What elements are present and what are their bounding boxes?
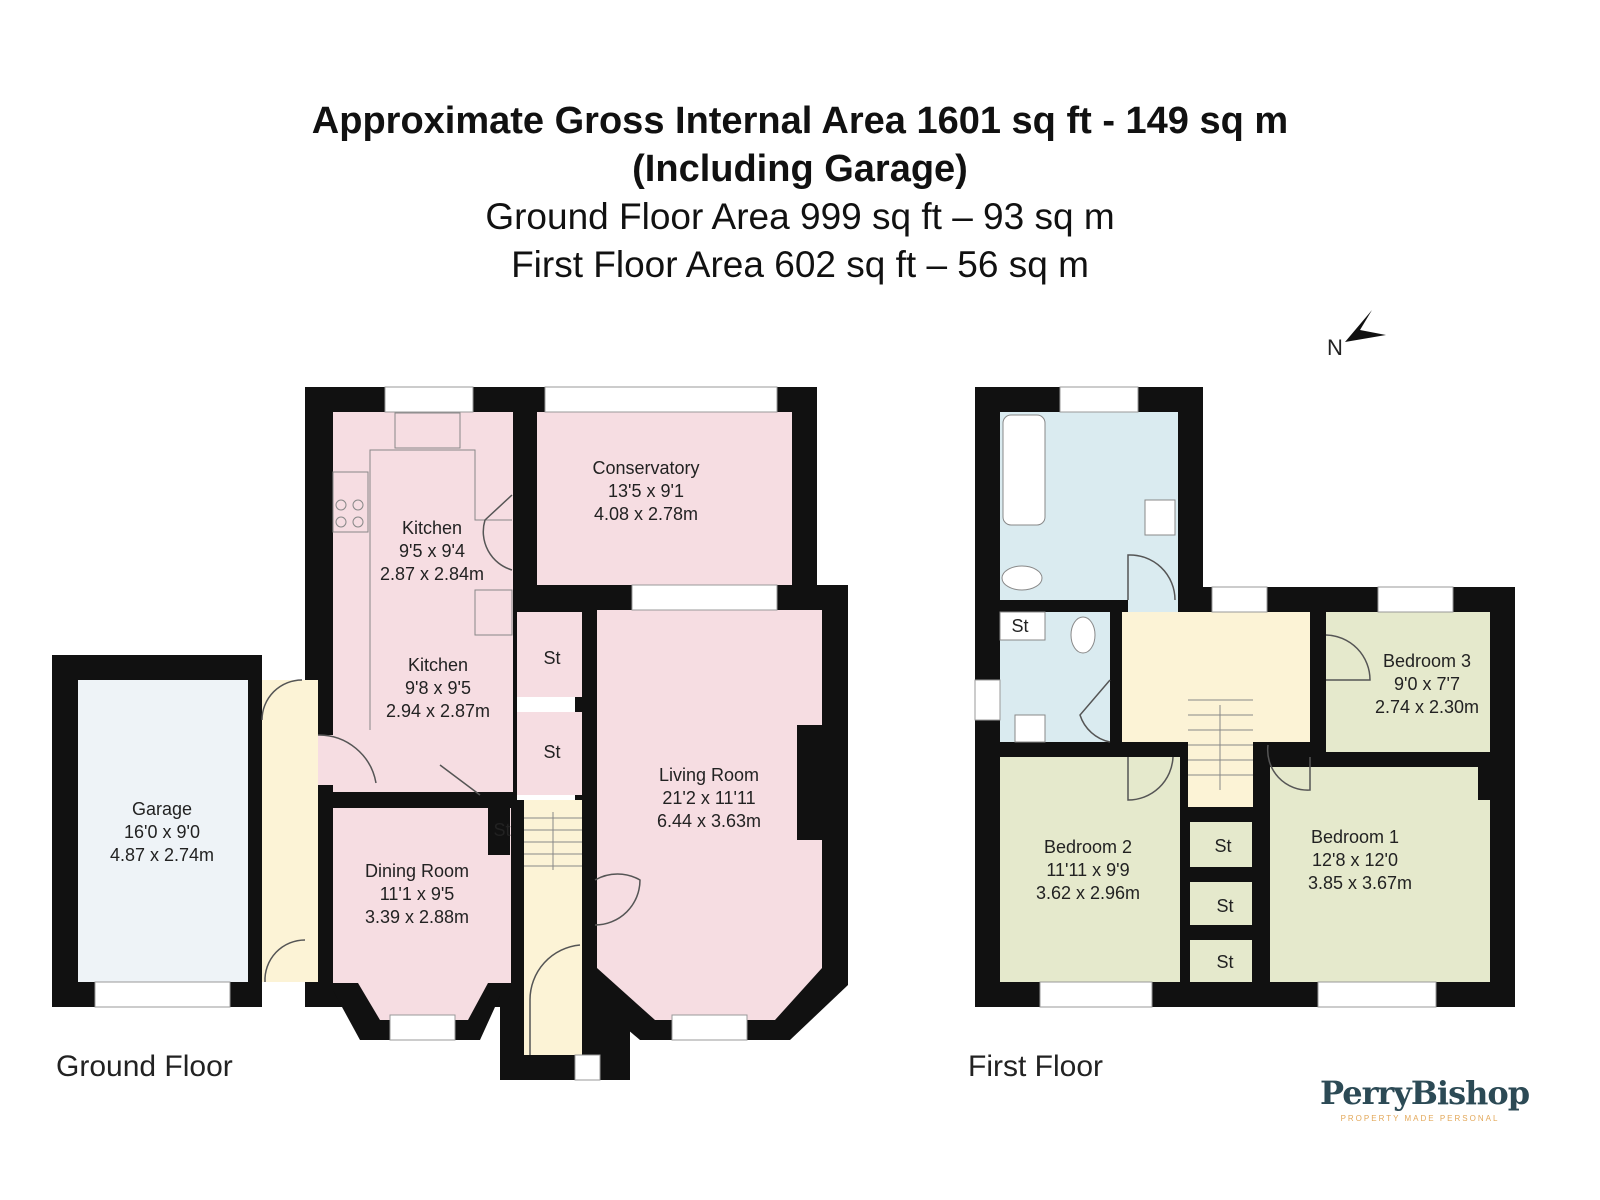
store-label: St [543, 648, 560, 668]
bedroom2-name: Bedroom 2 [1044, 837, 1132, 857]
dining-name: Dining Room [365, 861, 469, 881]
stairs [524, 812, 582, 870]
living-name: Living Room [659, 765, 759, 785]
store-label: St [543, 742, 560, 762]
doors [261, 494, 641, 1055]
store-ff-cupboard [999, 611, 1046, 641]
toilet-icon [1001, 565, 1043, 591]
first-floor-plan: Bedroom 1 12'8 x 12'0 3.85 x 3.67m Bedro… [974, 386, 1515, 1008]
hob-icon [332, 471, 369, 533]
living-metric: 6.44 x 3.63m [657, 811, 761, 831]
kitchen2-name: Kitchen [408, 655, 468, 675]
brand-logo: PerryBishop PROPERTY MADE PERSONAL [1320, 1074, 1530, 1123]
store-ff-1 [1190, 822, 1252, 867]
store-label: St [1216, 952, 1233, 972]
bedroom1-name: Bedroom 1 [1311, 827, 1399, 847]
side-passage [262, 680, 318, 982]
conservatory-imperial: 13'5 x 9'1 [608, 481, 684, 501]
bedroom2-imperial: 11'11 x 9'9 [1046, 860, 1129, 880]
garage-room [78, 680, 248, 982]
store-2 [517, 712, 582, 795]
first-floor-area: First Floor Area 602 sq ft – 56 sq m [511, 244, 1089, 285]
bedroom2-metric: 3.62 x 2.96m [1036, 883, 1140, 903]
ground-floor-plan: Garage 16'0 x 9'0 4.87 x 2.74m Kitchen 9… [52, 386, 848, 1081]
gross-area-title: Approximate Gross Internal Area 1601 sq … [311, 100, 1289, 142]
store-1 [517, 612, 582, 697]
sink-icon [394, 412, 461, 449]
store-ff-2 [1190, 882, 1252, 925]
ground-floor-label: Ground Floor [56, 1050, 233, 1083]
basin-icon [1144, 499, 1176, 536]
north-arrow-icon: N [1327, 310, 1386, 360]
garage-note: (Including Garage) [632, 148, 968, 190]
brand-tagline: PROPERTY MADE PERSONAL [1340, 1114, 1500, 1123]
kitchen1-name: Kitchen [402, 518, 462, 538]
garage-imperial: 16'0 x 9'0 [124, 822, 200, 842]
dining-room [333, 808, 511, 983]
garage-name: Garage [132, 799, 192, 819]
garage-metric: 4.87 x 2.74m [110, 845, 214, 865]
store-label: St [1011, 616, 1028, 636]
windows [94, 386, 778, 1081]
kitchen2-imperial: 9'8 x 9'5 [405, 678, 471, 698]
kitchen-fixtures [332, 412, 513, 730]
first-floor-label: First Floor [968, 1050, 1103, 1083]
doors [1079, 554, 1371, 801]
toilet-icon [1070, 616, 1096, 654]
conservatory-metric: 4.08 x 2.78m [594, 504, 698, 524]
basin-icon [1014, 714, 1046, 743]
dining-imperial: 11'1 x 9'5 [380, 884, 455, 904]
dining-metric: 3.39 x 2.88m [365, 907, 469, 927]
store-label: St [493, 820, 510, 840]
kitchen2-metric: 2.94 x 2.87m [386, 701, 490, 721]
living-imperial: 21'2 x 11'11 [662, 788, 755, 808]
bedroom3-imperial: 9'0 x 7'7 [1394, 674, 1460, 694]
north-label: N [1327, 335, 1343, 360]
bedroom1-metric: 3.85 x 3.67m [1308, 873, 1412, 893]
windows [974, 386, 1454, 1008]
chimney-breast [797, 725, 822, 840]
bath-icon [1002, 414, 1046, 526]
kitchen-room [333, 412, 513, 792]
bedroom-1 [1270, 767, 1478, 982]
kitchen1-imperial: 9'5 x 9'4 [399, 541, 465, 561]
kitchen1-metric: 2.87 x 2.84m [380, 564, 484, 584]
bedroom3-metric: 2.74 x 2.30m [1375, 697, 1479, 717]
store-label: St [1214, 836, 1231, 856]
bedroom1-imperial: 12'8 x 12'0 [1312, 850, 1398, 870]
living-room [597, 610, 822, 968]
bedroom3-name: Bedroom 3 [1383, 651, 1471, 671]
bedroom-3 [1326, 612, 1490, 752]
conservatory-name: Conservatory [592, 458, 699, 478]
store-ff-3 [1190, 940, 1252, 982]
brand-name: PerryBishop [1320, 1074, 1530, 1112]
bathroom-fixtures [1001, 414, 1176, 743]
conservatory-room [537, 412, 792, 585]
store-label: St [1216, 896, 1233, 916]
ground-floor-area: Ground Floor Area 999 sq ft – 93 sq m [485, 196, 1115, 237]
